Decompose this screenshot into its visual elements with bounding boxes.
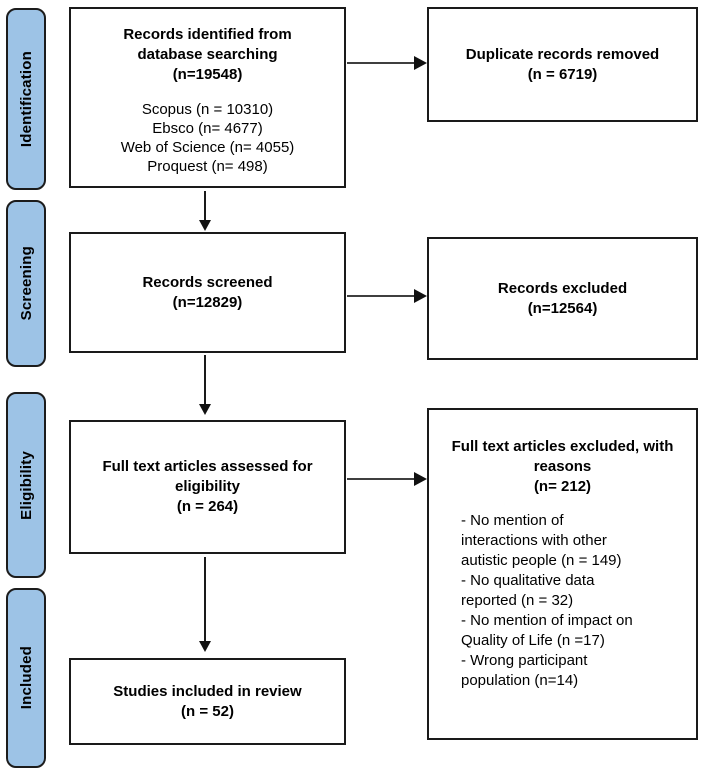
arrow-shaft bbox=[347, 62, 416, 64]
arrow-screened-to-fulltext bbox=[198, 355, 212, 415]
stage-label-included-text: Included bbox=[17, 646, 35, 710]
arrow-shaft bbox=[347, 478, 416, 480]
database-item-proquest: Proquest (n= 498) bbox=[147, 158, 268, 175]
box-studies-included: Studies included in review (n = 52) bbox=[69, 658, 346, 745]
arrow-shaft bbox=[204, 557, 206, 643]
database-item-ebsco: Ebsco (n= 4677) bbox=[152, 120, 263, 137]
stage-label-eligibility-text: Eligibility bbox=[17, 450, 35, 520]
database-item-web-of-science: Web of Science (n= 4055) bbox=[120, 139, 295, 156]
box-duplicates-removed-title: Duplicate records removed (n = 6719) bbox=[465, 45, 660, 83]
exclusion-reason-no-mention-interactions: - No mention of interactions with other … bbox=[461, 512, 622, 569]
exclusion-reason-wrong-population: - Wrong participant population (n=14) bbox=[461, 652, 588, 689]
database-item-scopus: Scopus (n = 10310) bbox=[141, 101, 274, 118]
box-fulltext-excluded: Full text articles excluded, with reason… bbox=[427, 408, 698, 740]
box-duplicates-removed: Duplicate records removed (n = 6719) bbox=[427, 7, 698, 122]
stage-label-screening-text: Screening bbox=[17, 246, 35, 321]
arrow-screened-to-excluded bbox=[347, 289, 427, 303]
stage-label-screening: Screening bbox=[6, 200, 46, 367]
arrow-right-head-icon bbox=[414, 56, 427, 70]
box-records-identified-title: Records identified from database searchi… bbox=[123, 26, 292, 83]
box-fulltext-excluded-title: Full text articles excluded, with reason… bbox=[451, 438, 674, 495]
arrow-shaft bbox=[347, 295, 416, 297]
exclusion-reasons-list: - No mention of interactions with other … bbox=[429, 511, 696, 691]
box-studies-included-title: Studies included in review (n = 52) bbox=[113, 682, 302, 720]
exclusion-reason-no-impact-qol: - No mention of impact on Quality of Lif… bbox=[461, 612, 633, 649]
box-records-excluded-title: Records excluded (n=12564) bbox=[497, 279, 628, 317]
arrow-right-head-icon bbox=[414, 289, 427, 303]
arrow-identified-to-duplicates bbox=[347, 56, 427, 70]
stage-label-identification-text: Identification bbox=[17, 50, 35, 148]
stage-label-included: Included bbox=[6, 588, 46, 768]
box-records-identified: Records identified from database searchi… bbox=[69, 7, 346, 188]
box-records-screened-title: Records screened (n=12829) bbox=[142, 273, 273, 311]
box-records-screened: Records screened (n=12829) bbox=[69, 232, 346, 353]
arrow-down-head-icon bbox=[199, 220, 211, 231]
box-records-excluded: Records excluded (n=12564) bbox=[427, 237, 698, 360]
arrow-fulltext-to-reasons bbox=[347, 472, 427, 486]
arrow-down-head-icon bbox=[199, 641, 211, 652]
arrow-down-head-icon bbox=[199, 404, 211, 415]
stage-label-identification: Identification bbox=[6, 8, 46, 190]
stage-label-eligibility: Eligibility bbox=[6, 392, 46, 578]
arrow-identified-to-screened bbox=[198, 191, 212, 231]
box-fulltext-assessed-title: Full text articles assessed for eligibil… bbox=[102, 458, 313, 515]
box-fulltext-assessed: Full text articles assessed for eligibil… bbox=[69, 420, 346, 554]
exclusion-reason-no-qualitative-data: - No qualitative data reported (n = 32) bbox=[461, 572, 595, 609]
database-list: Scopus (n = 10310) Ebsco (n= 4677) Web o… bbox=[71, 100, 344, 176]
arrow-right-head-icon bbox=[414, 472, 427, 486]
arrow-fulltext-to-included bbox=[198, 557, 212, 652]
arrow-shaft bbox=[204, 191, 206, 222]
arrow-shaft bbox=[204, 355, 206, 406]
